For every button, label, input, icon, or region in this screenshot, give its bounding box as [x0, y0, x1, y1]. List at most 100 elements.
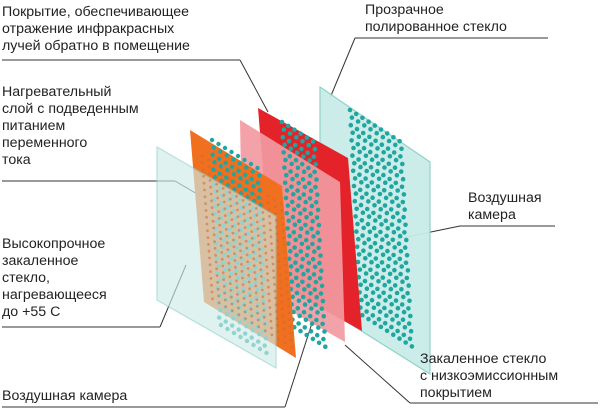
- spacer-bead: [388, 309, 393, 315]
- label-air-chamber-bottom: Воздушная камера: [2, 388, 128, 404]
- heating-grid-dot: [208, 263, 212, 267]
- spacer-bead: [366, 119, 371, 124]
- heating-grid-dot: [215, 267, 219, 271]
- spacer-bead: [322, 329, 327, 334]
- spacer-bead: [366, 199, 371, 204]
- heating-grid-dot: [253, 193, 257, 197]
- spacer-bead: [388, 286, 394, 292]
- heating-grid-dot: [224, 305, 228, 309]
- spacer-bead: [397, 336, 402, 341]
- spacer-bead: [295, 268, 300, 273]
- spacer-bead: [296, 218, 302, 224]
- spacer-bead: [307, 275, 313, 281]
- heating-grid-dot: [235, 195, 238, 198]
- spacer-bead: [280, 134, 286, 140]
- heating-grid-dot: [214, 176, 218, 180]
- heating-grid-dot: [201, 168, 205, 172]
- spacer-bead: [286, 138, 292, 144]
- heating-grid-dot: [257, 247, 261, 251]
- spacer-bead: [390, 199, 395, 205]
- heating-grid-dot: [244, 317, 247, 321]
- spacer-bead: [375, 286, 380, 292]
- spacer-bead: [305, 245, 311, 250]
- heating-grid-dot: [242, 297, 246, 300]
- heating-grid-dot: [265, 258, 268, 262]
- spacer-bead: [298, 328, 303, 334]
- spacer-bead: [297, 195, 302, 201]
- heating-grid-dot: [243, 226, 247, 230]
- spacer-bead: [311, 234, 316, 239]
- spacer-bead: [385, 248, 390, 254]
- spacer-bead: [359, 297, 364, 303]
- heating-grid-dot: [218, 223, 222, 227]
- spacer-bead: [301, 169, 307, 174]
- heating-grid-dot: [284, 270, 288, 274]
- spacer-bead: [285, 203, 291, 208]
- spacer-bead: [352, 198, 358, 204]
- spacer-bead: [381, 172, 386, 178]
- spacer-bead: [370, 290, 376, 295]
- heating-grid-dot: [254, 200, 258, 204]
- heating-grid-dot: [289, 331, 293, 335]
- heating-grid-dot: [241, 199, 245, 202]
- spacer-bead: [242, 172, 248, 177]
- spacer-bead: [310, 336, 316, 342]
- spacer-bead: [218, 149, 223, 154]
- heating-grid-dot: [220, 173, 224, 177]
- spacer-bead: [360, 130, 366, 136]
- spacer-bead: [300, 279, 305, 285]
- heating-grid-dot: [288, 325, 292, 328]
- spacer-bead: [224, 175, 229, 180]
- spacer-bead: [394, 275, 399, 281]
- spacer-bead: [404, 252, 410, 258]
- heating-grid-dot: [268, 221, 272, 225]
- spacer-bead: [312, 249, 317, 254]
- spacer-bead: [318, 291, 324, 296]
- heating-grid-dot: [241, 276, 244, 280]
- heating-grid-dot: [222, 285, 226, 288]
- heating-grid-dot: [210, 199, 214, 203]
- heating-grid-dot: [286, 291, 290, 294]
- spacer-bead: [369, 142, 374, 147]
- heating-grid-dot: [240, 185, 244, 189]
- spacer-bead: [388, 169, 394, 174]
- spacer-bead: [291, 309, 296, 315]
- heating-grid-dot: [228, 282, 232, 285]
- heating-grid-dot: [250, 314, 254, 318]
- spacer-bead: [362, 123, 367, 128]
- heating-grid-dot: [204, 209, 208, 212]
- heating-grid-dot: [214, 260, 218, 264]
- spacer-bead: [363, 294, 369, 299]
- spacer-bead: [255, 165, 260, 171]
- heating-grid-dot: [236, 293, 239, 296]
- heating-grid-dot: [266, 194, 270, 198]
- heating-grid-dot: [237, 229, 241, 232]
- spacer-bead: [408, 313, 413, 319]
- spacer-bead: [400, 317, 406, 323]
- spacer-bead: [350, 153, 355, 158]
- spacer-bead: [400, 199, 406, 205]
- spacer-bead: [243, 187, 248, 192]
- spacer-bead: [357, 149, 363, 155]
- spacer-bead: [321, 336, 326, 342]
- spacer-bead: [358, 202, 364, 208]
- spacer-bead: [293, 260, 298, 266]
- spacer-bead: [231, 157, 236, 162]
- spacer-bead: [313, 279, 319, 285]
- heating-grid-dot: [254, 284, 258, 288]
- spacer-bead: [294, 290, 300, 296]
- heating-grid-dot: [223, 298, 227, 302]
- spacer-bead: [361, 248, 366, 253]
- spacer-bead: [372, 203, 377, 208]
- heating-grid-dot: [247, 273, 251, 277]
- heating-grid-dot: [278, 266, 281, 270]
- heating-grid-dot: [217, 217, 221, 220]
- spacer-bead: [289, 161, 295, 167]
- heating-grid-dot: [255, 213, 259, 217]
- spacer-bead: [407, 298, 412, 304]
- heating-grid-dot: [208, 256, 211, 260]
- heating-grid-dot: [241, 283, 245, 287]
- heating-grid-dot: [271, 262, 275, 266]
- spacer-bead: [312, 169, 317, 175]
